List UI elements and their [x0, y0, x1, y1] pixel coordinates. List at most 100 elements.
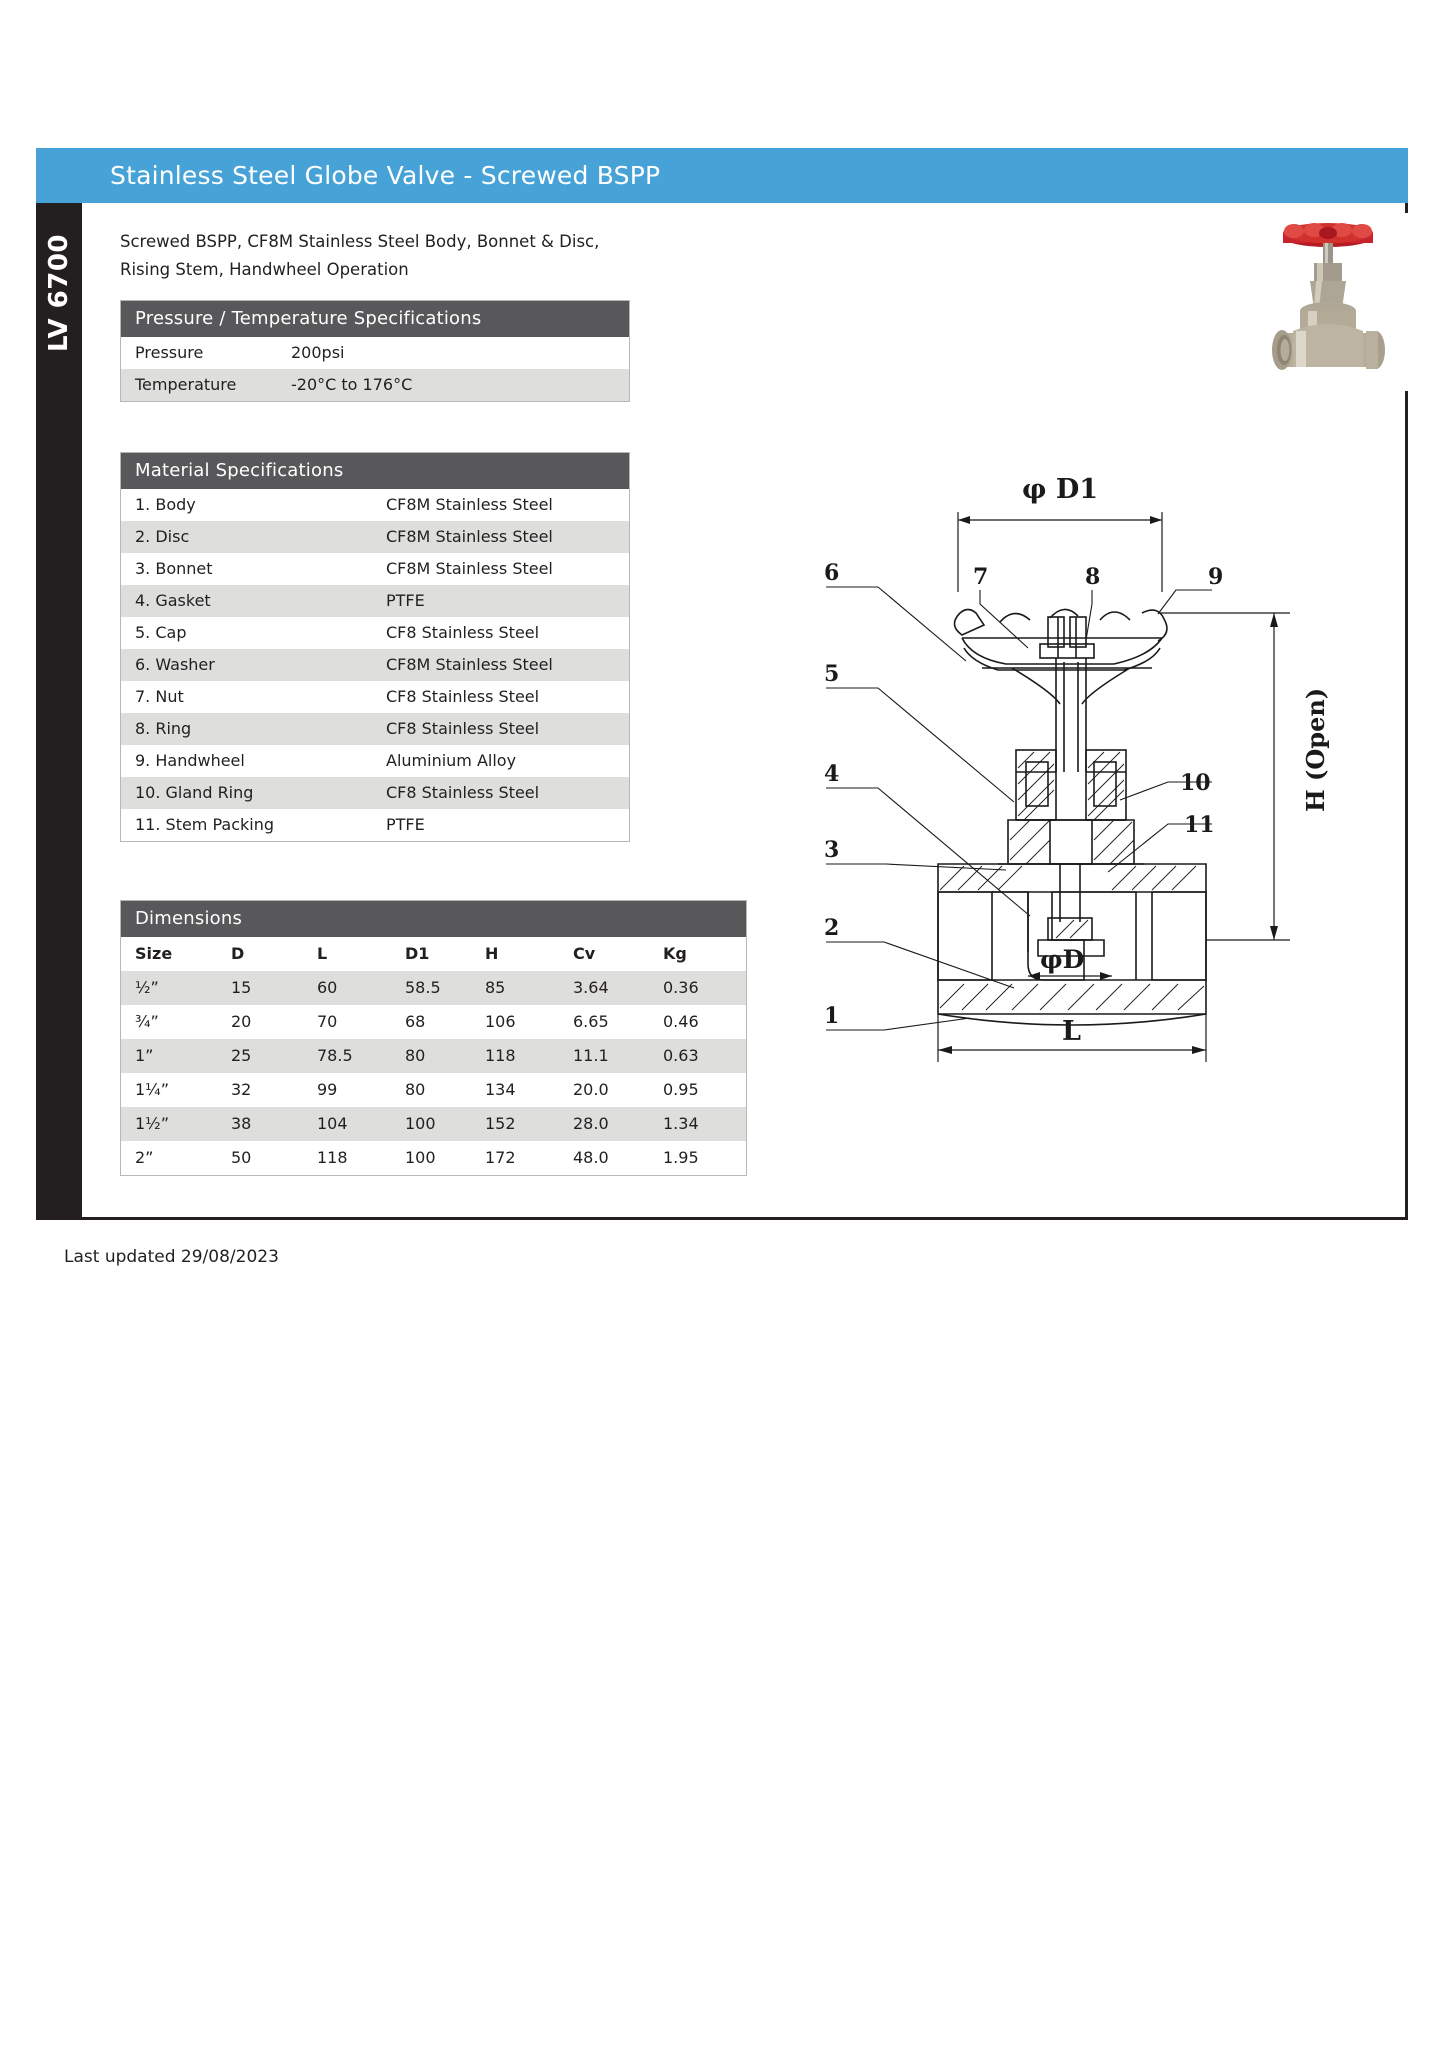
cell-d1: 100 [405, 1148, 436, 1167]
cell-cv: 3.64 [573, 978, 609, 997]
cell-kg: 0.36 [663, 978, 699, 997]
cell-h: 152 [485, 1114, 516, 1133]
dimension-label-d1: φ D1 [1022, 474, 1098, 505]
row-value: CF8M Stainless Steel [386, 527, 553, 546]
callout-11: 11 [1184, 812, 1215, 838]
table-row: 8. Ring CF8 Stainless Steel [121, 713, 629, 745]
column-header-h: H [485, 944, 499, 963]
cell-kg: 0.63 [663, 1046, 699, 1065]
cell-l: 78.5 [317, 1046, 353, 1065]
row-label: 7. Nut [135, 687, 184, 706]
dimension-label-height: H (Open) [1301, 688, 1330, 812]
last-updated-note: Last updated 29/08/2023 [64, 1247, 279, 1267]
dimension-label-length: L [1062, 1016, 1081, 1047]
dimensions-header-row: Size D L D1 H Cv Kg [121, 937, 746, 971]
cell-cv: 6.65 [573, 1012, 609, 1031]
row-label: 9. Handwheel [135, 751, 245, 770]
cell-size: ½” [135, 978, 159, 997]
row-label: 4. Gasket [135, 591, 211, 610]
callout-3: 3 [824, 837, 839, 863]
dimension-length [937, 1014, 1207, 1062]
callout-6: 6 [824, 560, 839, 586]
callout-8: 8 [1085, 564, 1100, 590]
description-line-2: Rising Stem, Handwheel Operation [120, 260, 409, 279]
table-row: 6. Washer CF8M Stainless Steel [121, 649, 629, 681]
handwheel-graphic [1283, 223, 1373, 247]
row-value: CF8M Stainless Steel [386, 495, 553, 514]
row-value: CF8M Stainless Steel [386, 559, 553, 578]
pressure-temperature-heading: Pressure / Temperature Specifications [121, 301, 629, 337]
cell-h: 172 [485, 1148, 516, 1167]
cell-kg: 1.95 [663, 1148, 699, 1167]
material-specifications-heading: Material Specifications [121, 453, 629, 489]
row-value: 200psi [291, 343, 345, 362]
column-header-size: Size [135, 944, 173, 963]
callout-leaders [826, 586, 1212, 1031]
cell-size: ¾” [135, 1012, 159, 1031]
cell-d1: 100 [405, 1114, 436, 1133]
dimension-label-bore: φD [1040, 945, 1084, 974]
cell-l: 60 [317, 978, 338, 997]
row-value: Aluminium Alloy [386, 751, 517, 770]
callout-10: 10 [1180, 770, 1211, 796]
row-value: CF8 Stainless Steel [386, 719, 540, 738]
table-row: Temperature -20°C to 176°C [121, 369, 629, 401]
column-header-d1: D1 [405, 944, 430, 963]
row-value: -20°C to 176°C [291, 375, 413, 394]
row-value: PTFE [386, 591, 425, 610]
row-value: CF8M Stainless Steel [386, 655, 553, 674]
row-value: PTFE [386, 815, 425, 834]
row-label: 1. Body [135, 495, 196, 514]
table-row: 1” 25 78.5 80 118 11.1 0.63 [121, 1039, 746, 1073]
cell-l: 104 [317, 1114, 348, 1133]
table-row: 1½” 38 104 100 152 28.0 1.34 [121, 1107, 746, 1141]
row-label: 5. Cap [135, 623, 187, 642]
cell-kg: 0.46 [663, 1012, 699, 1031]
dimension-bore [1028, 972, 1112, 980]
dimension-height [1158, 612, 1290, 941]
product-photo [1248, 213, 1408, 391]
callout-7: 7 [973, 564, 988, 590]
column-header-kg: Kg [663, 944, 687, 963]
cell-cv: 28.0 [573, 1114, 609, 1133]
table-row: ¾” 20 70 68 106 6.65 0.46 [121, 1005, 746, 1039]
callout-5: 5 [824, 661, 839, 687]
product-description: Screwed BSPP, CF8M Stainless Steel Body,… [120, 228, 740, 284]
row-label: 8. Ring [135, 719, 192, 738]
table-row: ½” 15 60 58.5 85 3.64 0.36 [121, 971, 746, 1005]
row-label: 10. Gland Ring [135, 783, 254, 802]
cell-d1: 80 [405, 1080, 426, 1099]
cell-h: 85 [485, 978, 506, 997]
cell-kg: 0.95 [663, 1080, 699, 1099]
technical-drawing: 6 5 4 3 2 1 7 8 9 10 11 φ D1 φD L H (Ope… [812, 472, 1392, 1072]
cell-d: 38 [231, 1114, 252, 1133]
cell-l: 70 [317, 1012, 338, 1031]
dimensions-grid: Size D L D1 H Cv Kg ½” 15 60 58.5 85 3.6… [121, 937, 746, 1175]
row-label: 6. Washer [135, 655, 215, 674]
table-row: 9. Handwheel Aluminium Alloy [121, 745, 629, 777]
cell-size: 1½” [135, 1114, 169, 1133]
dimensions-table: Dimensions Size D L D1 H Cv Kg ½” 15 60 … [120, 900, 747, 1176]
cell-size: 2” [135, 1148, 154, 1167]
product-code-tab: LV 6700 [36, 203, 82, 1220]
table-row: Pressure 200psi [121, 337, 629, 369]
handwheel-section [953, 608, 1168, 705]
cell-h: 134 [485, 1080, 516, 1099]
callout-2: 2 [824, 915, 839, 941]
cell-d1: 68 [405, 1012, 426, 1031]
cell-d: 25 [231, 1046, 252, 1065]
description-line-1: Screwed BSPP, CF8M Stainless Steel Body,… [120, 232, 600, 251]
cell-d: 15 [231, 978, 252, 997]
cell-d1: 80 [405, 1046, 426, 1065]
cell-h: 106 [485, 1012, 516, 1031]
cell-d: 20 [231, 1012, 252, 1031]
column-header-cv: Cv [573, 944, 596, 963]
cell-d1: 58.5 [405, 978, 441, 997]
cell-d: 50 [231, 1148, 252, 1167]
